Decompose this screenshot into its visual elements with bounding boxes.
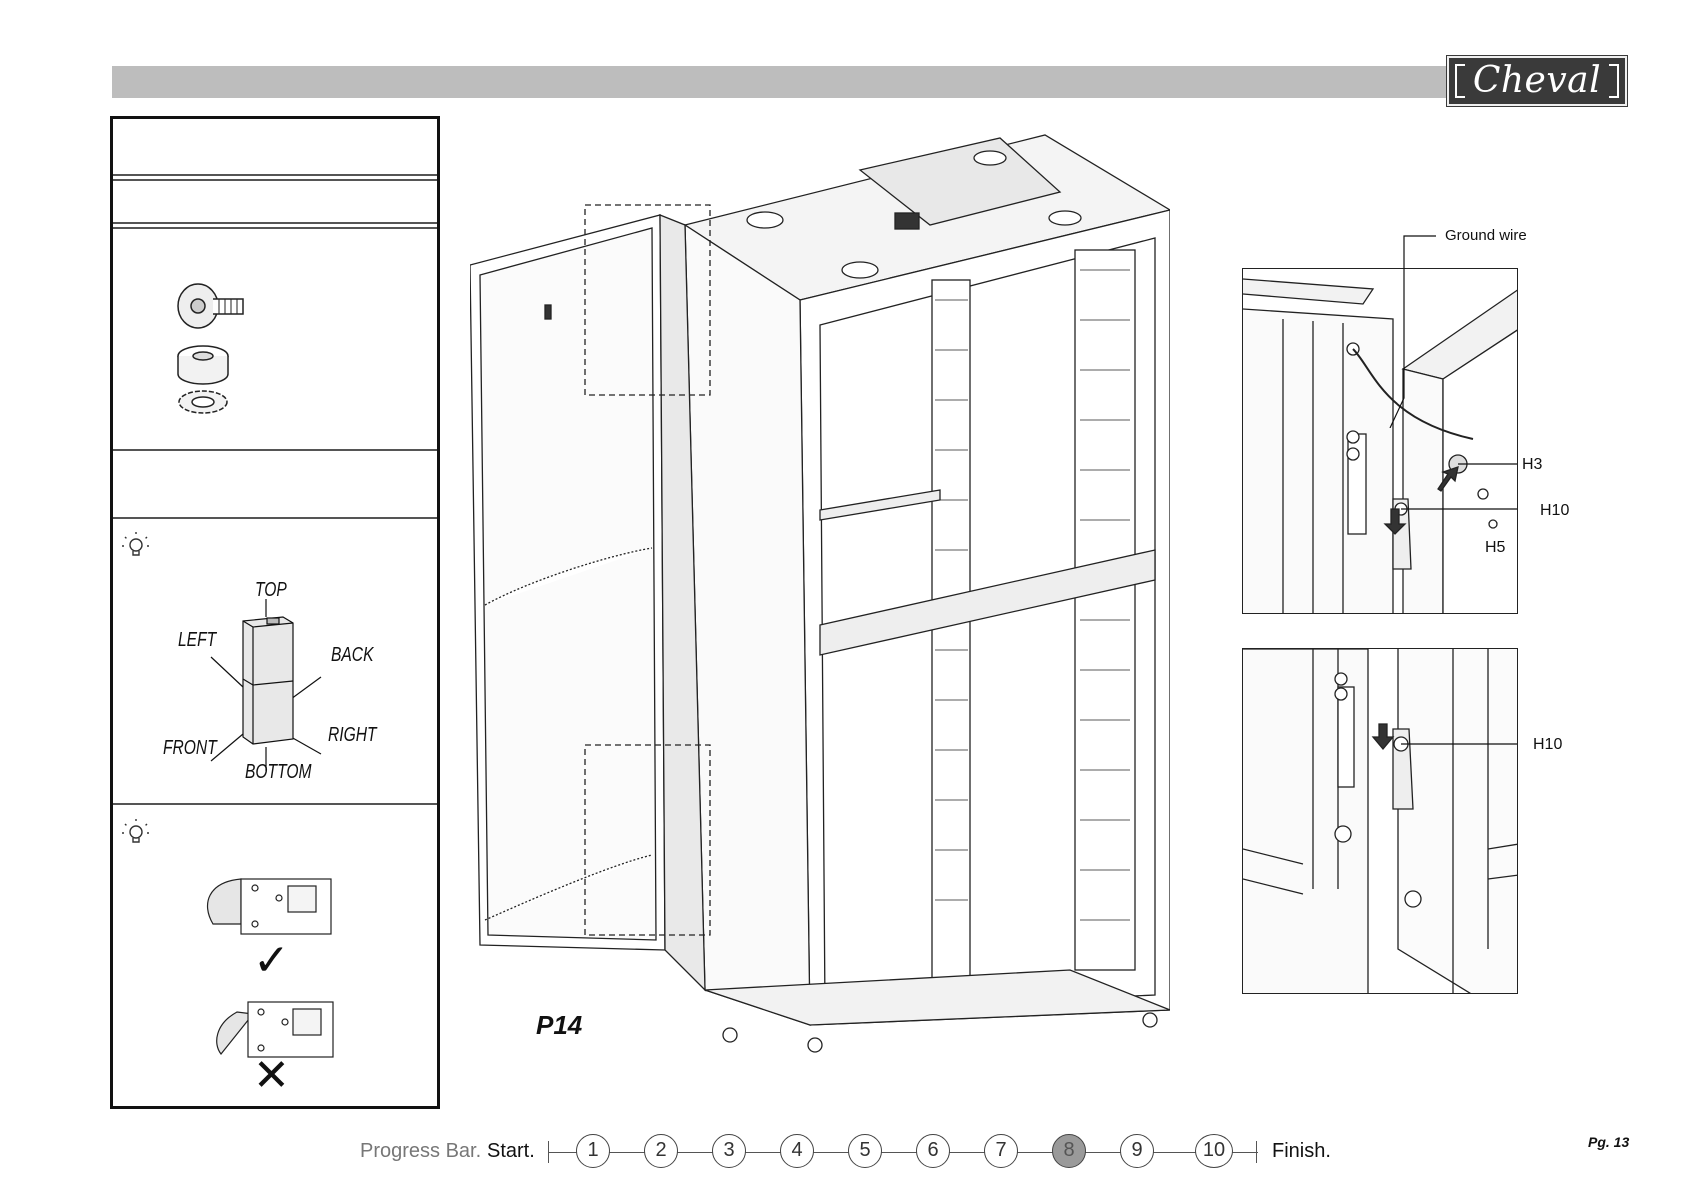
lightbulb-icon bbox=[119, 529, 153, 568]
progress-step-7[interactable]: 7 bbox=[984, 1134, 1018, 1168]
panel-divider bbox=[113, 174, 437, 176]
progress-step-10[interactable]: 10 bbox=[1195, 1134, 1233, 1168]
ground-wire-callout: Ground wire bbox=[1445, 227, 1527, 244]
progress-step-2[interactable]: 2 bbox=[644, 1134, 678, 1168]
h10-callout-lower: H10 bbox=[1533, 736, 1562, 754]
panel-divider bbox=[113, 222, 437, 224]
cabinet-drawing bbox=[470, 130, 1170, 1060]
progress-title: Progress Bar. bbox=[360, 1140, 481, 1163]
progress-finish-label: Finish. bbox=[1272, 1140, 1331, 1163]
panel-divider bbox=[113, 227, 437, 229]
brand-logo: Cheval bbox=[1447, 56, 1627, 106]
orientation-top-label: TOP bbox=[255, 579, 287, 602]
orientation-back-label: BACK bbox=[331, 644, 373, 667]
progress-bar: Progress Bar. Start. 1 2 3 4 5 6 7 8 9 1… bbox=[360, 1133, 1340, 1169]
progress-start-label: Start. bbox=[487, 1140, 535, 1163]
progress-end-cap bbox=[1256, 1141, 1257, 1163]
hardware-parts-icon bbox=[173, 274, 293, 434]
h10-callout-upper: H10 bbox=[1540, 502, 1569, 520]
page-number: Pg. 13 bbox=[1588, 1134, 1629, 1150]
brand-name: Cheval bbox=[1449, 60, 1625, 101]
panel-divider bbox=[113, 179, 437, 181]
panel-divider bbox=[113, 517, 437, 519]
h5-callout: H5 bbox=[1485, 539, 1505, 557]
orientation-front-label: FRONT bbox=[163, 737, 217, 760]
ground-wire-leader bbox=[1380, 228, 1440, 428]
progress-step-1[interactable]: 1 bbox=[576, 1134, 610, 1168]
orientation-left-label: LEFT bbox=[178, 629, 216, 652]
progress-start-cap bbox=[548, 1141, 549, 1163]
progress-step-4[interactable]: 4 bbox=[780, 1134, 814, 1168]
cross-icon: ✕ bbox=[253, 1054, 290, 1098]
h3-callout: H3 bbox=[1522, 456, 1542, 474]
figure-label: P14 bbox=[536, 1010, 582, 1041]
hinge-detail-drawing bbox=[1243, 649, 1518, 994]
progress-step-9[interactable]: 9 bbox=[1120, 1134, 1154, 1168]
orientation-bottom-label: BOTTOM bbox=[245, 761, 311, 784]
lightbulb-icon bbox=[119, 816, 153, 855]
panel-divider bbox=[113, 449, 437, 451]
detail-view-lower bbox=[1242, 648, 1518, 994]
progress-step-6[interactable]: 6 bbox=[916, 1134, 950, 1168]
progress-step-8[interactable]: 8 bbox=[1052, 1134, 1086, 1168]
orientation-right-label: RIGHT bbox=[328, 724, 377, 747]
header-bar bbox=[112, 66, 1457, 98]
checkmark-icon: ✓ bbox=[253, 939, 290, 983]
progress-step-3[interactable]: 3 bbox=[712, 1134, 746, 1168]
parts-panel: TOP LEFT BACK FRONT RIGHT BOTTOM ✓ ✕ bbox=[110, 116, 440, 1109]
progress-step-5[interactable]: 5 bbox=[848, 1134, 882, 1168]
